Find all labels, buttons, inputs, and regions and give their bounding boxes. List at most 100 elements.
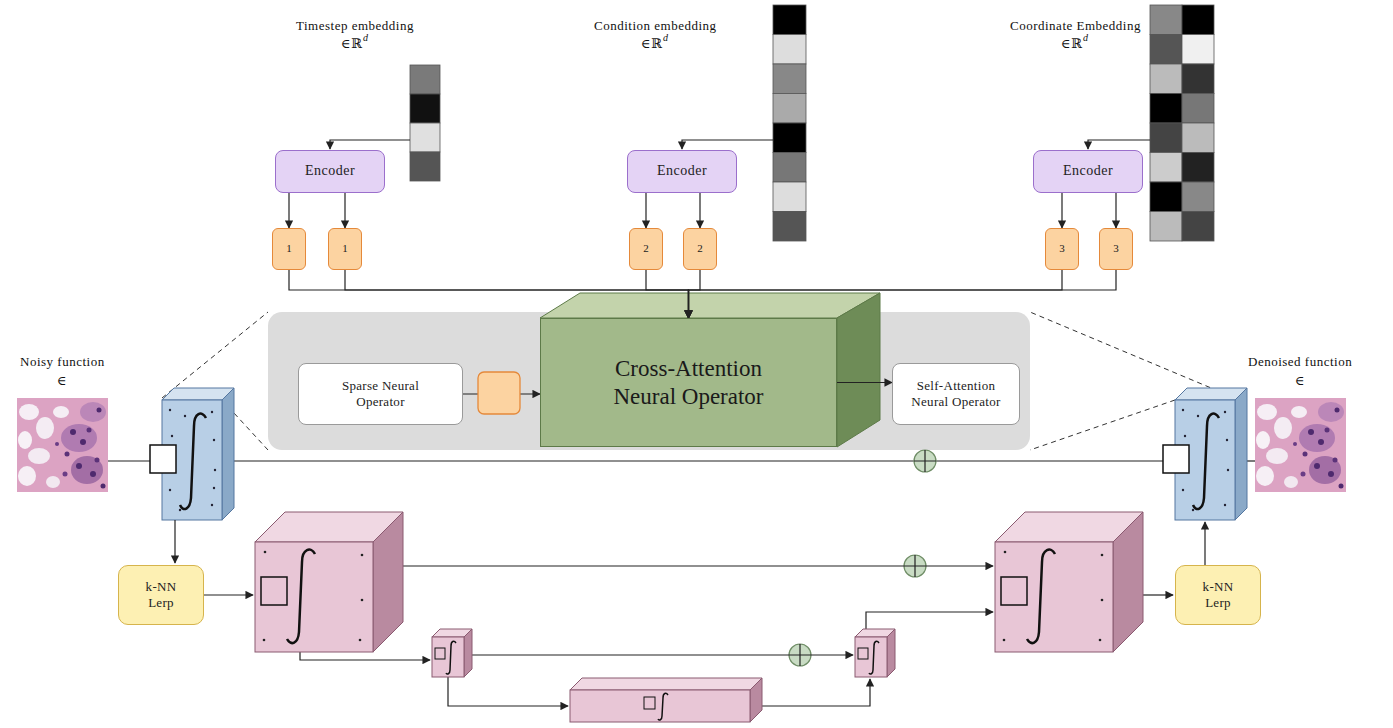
drawing-rect bbox=[150, 445, 176, 473]
drawing-circle bbox=[263, 639, 266, 642]
drawing-g bbox=[1163, 414, 1219, 509]
connector bbox=[689, 270, 1063, 318]
drawing-rect bbox=[1150, 5, 1182, 35]
drawing-circle bbox=[211, 504, 213, 506]
drawing-circle bbox=[1101, 554, 1104, 557]
drawing-rect bbox=[773, 35, 806, 65]
drawing-rect bbox=[432, 637, 464, 677]
drawing-path bbox=[658, 693, 668, 720]
embedding-token: 3 bbox=[1099, 228, 1133, 270]
drawing-rect bbox=[855, 637, 887, 677]
pink-operator-box bbox=[255, 512, 403, 652]
embedding-token: 1 bbox=[272, 228, 306, 270]
drawing-path bbox=[904, 555, 926, 577]
drawing-circle bbox=[169, 409, 171, 411]
node-text: Encoder bbox=[1063, 163, 1113, 180]
drawing-line bbox=[926, 565, 993, 566]
drawing-rect bbox=[1150, 212, 1182, 242]
vector-leaders bbox=[330, 140, 1150, 149]
drawing-rect bbox=[1182, 123, 1214, 153]
connector bbox=[689, 270, 1117, 318]
drawing-rect bbox=[410, 94, 440, 123]
drawing-path bbox=[446, 641, 456, 674]
drawing-circle bbox=[1192, 509, 1194, 511]
zoom-panel bbox=[268, 312, 1030, 450]
drawing-circle bbox=[904, 555, 926, 577]
drawing-path bbox=[869, 641, 879, 674]
cross-attention-box: Cross-Attention Neural Operator bbox=[540, 318, 837, 447]
drawing-line bbox=[1143, 594, 1173, 595]
drawing-circle bbox=[1101, 599, 1104, 602]
drawing-rect bbox=[570, 690, 750, 722]
node-text: Cross-Attention Neural Operator bbox=[584, 355, 794, 410]
node-text: 1 bbox=[342, 242, 348, 255]
drawing-line bbox=[1030, 400, 1175, 450]
pink-operator-box-small bbox=[855, 629, 895, 677]
pink-operator-box-small bbox=[432, 629, 472, 677]
pink-operator-box bbox=[995, 512, 1143, 652]
embedding-token: 1 bbox=[328, 228, 362, 270]
drawing-rect bbox=[858, 648, 868, 659]
drawing-polygon bbox=[1235, 388, 1247, 520]
drawing-line bbox=[1247, 460, 1255, 461]
drawing-rect bbox=[1150, 123, 1182, 153]
drawing-rect bbox=[1150, 64, 1182, 94]
drawing-line bbox=[174, 520, 175, 563]
drawing-rect bbox=[773, 94, 806, 124]
drawing-rect bbox=[773, 5, 806, 35]
drawing-rect bbox=[773, 212, 806, 242]
node-text: k-NN Lerp bbox=[1195, 579, 1241, 610]
noisy-image bbox=[17, 398, 108, 492]
drawing-rect bbox=[1001, 577, 1027, 605]
drawing-line bbox=[1204, 522, 1205, 565]
drawing-circle bbox=[1099, 639, 1102, 642]
drawing-line bbox=[204, 594, 253, 595]
drawing-polyline bbox=[866, 612, 993, 629]
node-text: Encoder bbox=[657, 163, 707, 180]
drawing-rect bbox=[773, 64, 806, 94]
operator-box: Sparse Neural Operator bbox=[298, 363, 463, 425]
drawing-rect bbox=[1182, 153, 1214, 183]
drawing-circle bbox=[171, 435, 173, 437]
drawing-circle bbox=[914, 450, 936, 472]
connector bbox=[646, 270, 689, 318]
flow-arrows bbox=[175, 520, 1205, 706]
interpolation-box: k-NN Lerp bbox=[118, 565, 204, 625]
drawing-circle bbox=[1224, 504, 1226, 506]
drawing-rect bbox=[995, 542, 1113, 652]
add-symbol bbox=[789, 450, 936, 666]
box-side-face bbox=[837, 293, 880, 447]
drawing-rect bbox=[410, 65, 440, 94]
drawing-line bbox=[403, 565, 904, 566]
drawing-rect bbox=[1182, 182, 1214, 212]
condition-vector bbox=[773, 5, 806, 241]
operator-box: Self-Attention Neural Operator bbox=[892, 363, 1020, 425]
drawing-g bbox=[1001, 550, 1055, 643]
drawing-polyline bbox=[682, 140, 773, 149]
drawing-rect bbox=[773, 123, 806, 153]
drawing-line bbox=[936, 460, 1175, 461]
node-text: 2 bbox=[643, 242, 649, 255]
encoder-box: Encoder bbox=[627, 150, 737, 193]
embedding-title: Condition embedding bbox=[594, 18, 717, 34]
node-text: k-NN Lerp bbox=[138, 579, 184, 610]
drawing-circle bbox=[1227, 469, 1229, 471]
drawing-circle bbox=[1182, 409, 1184, 411]
embedding-title: Coordinate Embedding bbox=[1010, 18, 1141, 34]
drawing-polyline bbox=[330, 140, 410, 149]
drawing-g bbox=[263, 551, 364, 642]
output-title: Denoised function bbox=[1248, 354, 1352, 370]
drawing-circle bbox=[1003, 639, 1006, 642]
drawing-circle bbox=[169, 489, 171, 491]
drawing-rect bbox=[1150, 153, 1182, 183]
drawing-rect bbox=[1150, 35, 1182, 65]
input-title: Noisy function bbox=[20, 354, 105, 370]
drawing-path bbox=[287, 550, 315, 643]
drawing-polyline bbox=[300, 652, 430, 660]
drawing-rect bbox=[410, 123, 440, 152]
drawing-circle bbox=[211, 411, 213, 413]
drawing-circle bbox=[1226, 439, 1228, 441]
drawing-circle bbox=[361, 599, 364, 602]
node-text: Self-Attention Neural Operator bbox=[901, 378, 1011, 409]
